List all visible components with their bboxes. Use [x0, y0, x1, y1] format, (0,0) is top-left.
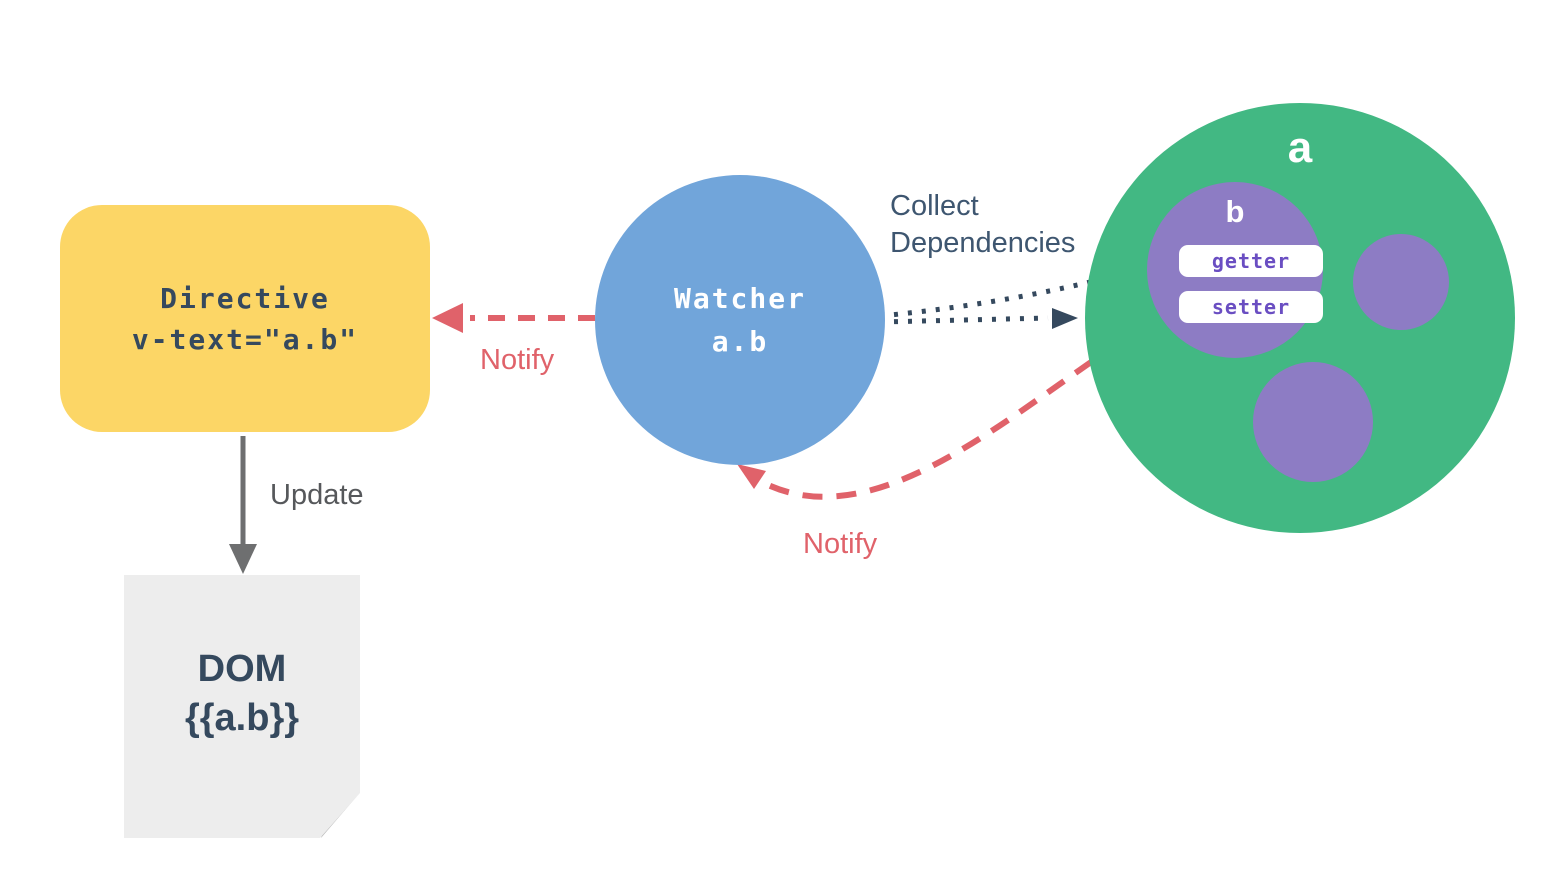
dom-binding: {{a.b}} [184, 696, 300, 739]
getter-box: getter [1179, 245, 1323, 277]
property-b: b getter setter [1147, 182, 1323, 358]
watcher-node: Watcher a.b [595, 175, 885, 465]
notify-directive-label: Notify [480, 344, 555, 376]
directive-code: v-text="a.b" [131, 322, 359, 356]
directive-node: Directive v-text="a.b" [60, 205, 430, 432]
collect-object-arrowhead [1052, 308, 1078, 329]
data-object-a-label: a [1287, 123, 1313, 172]
dom-title: DOM [197, 647, 287, 690]
collect-dependencies-label: Collect Dependencies [890, 188, 1075, 262]
watcher-expression: a.b [711, 325, 769, 358]
property-b-label: b [1225, 194, 1245, 229]
update-label: Update [270, 479, 364, 511]
update-arrowhead [229, 544, 257, 574]
collect-dependencies-line1: Collect [890, 190, 979, 222]
collect-dependencies-line2: Dependencies [890, 227, 1076, 259]
dom-document-node: DOM {{a.b}} [124, 575, 360, 838]
directive-title: Directive [160, 281, 330, 315]
setter-box: setter [1179, 291, 1323, 323]
setter-label: setter [1211, 295, 1291, 319]
notify-directive-arrowhead [432, 303, 463, 333]
notify-watcher-label: Notify [803, 528, 878, 560]
getter-label: getter [1211, 249, 1291, 273]
notify-watcher-arrowhead [737, 464, 766, 489]
data-object-a: a b getter setter [1085, 103, 1515, 533]
property-circle-right [1353, 234, 1449, 330]
watcher-title: Watcher [673, 282, 806, 315]
collect-object-arrow-line [879, 315, 1049, 325]
property-circle-bottom [1253, 362, 1373, 482]
